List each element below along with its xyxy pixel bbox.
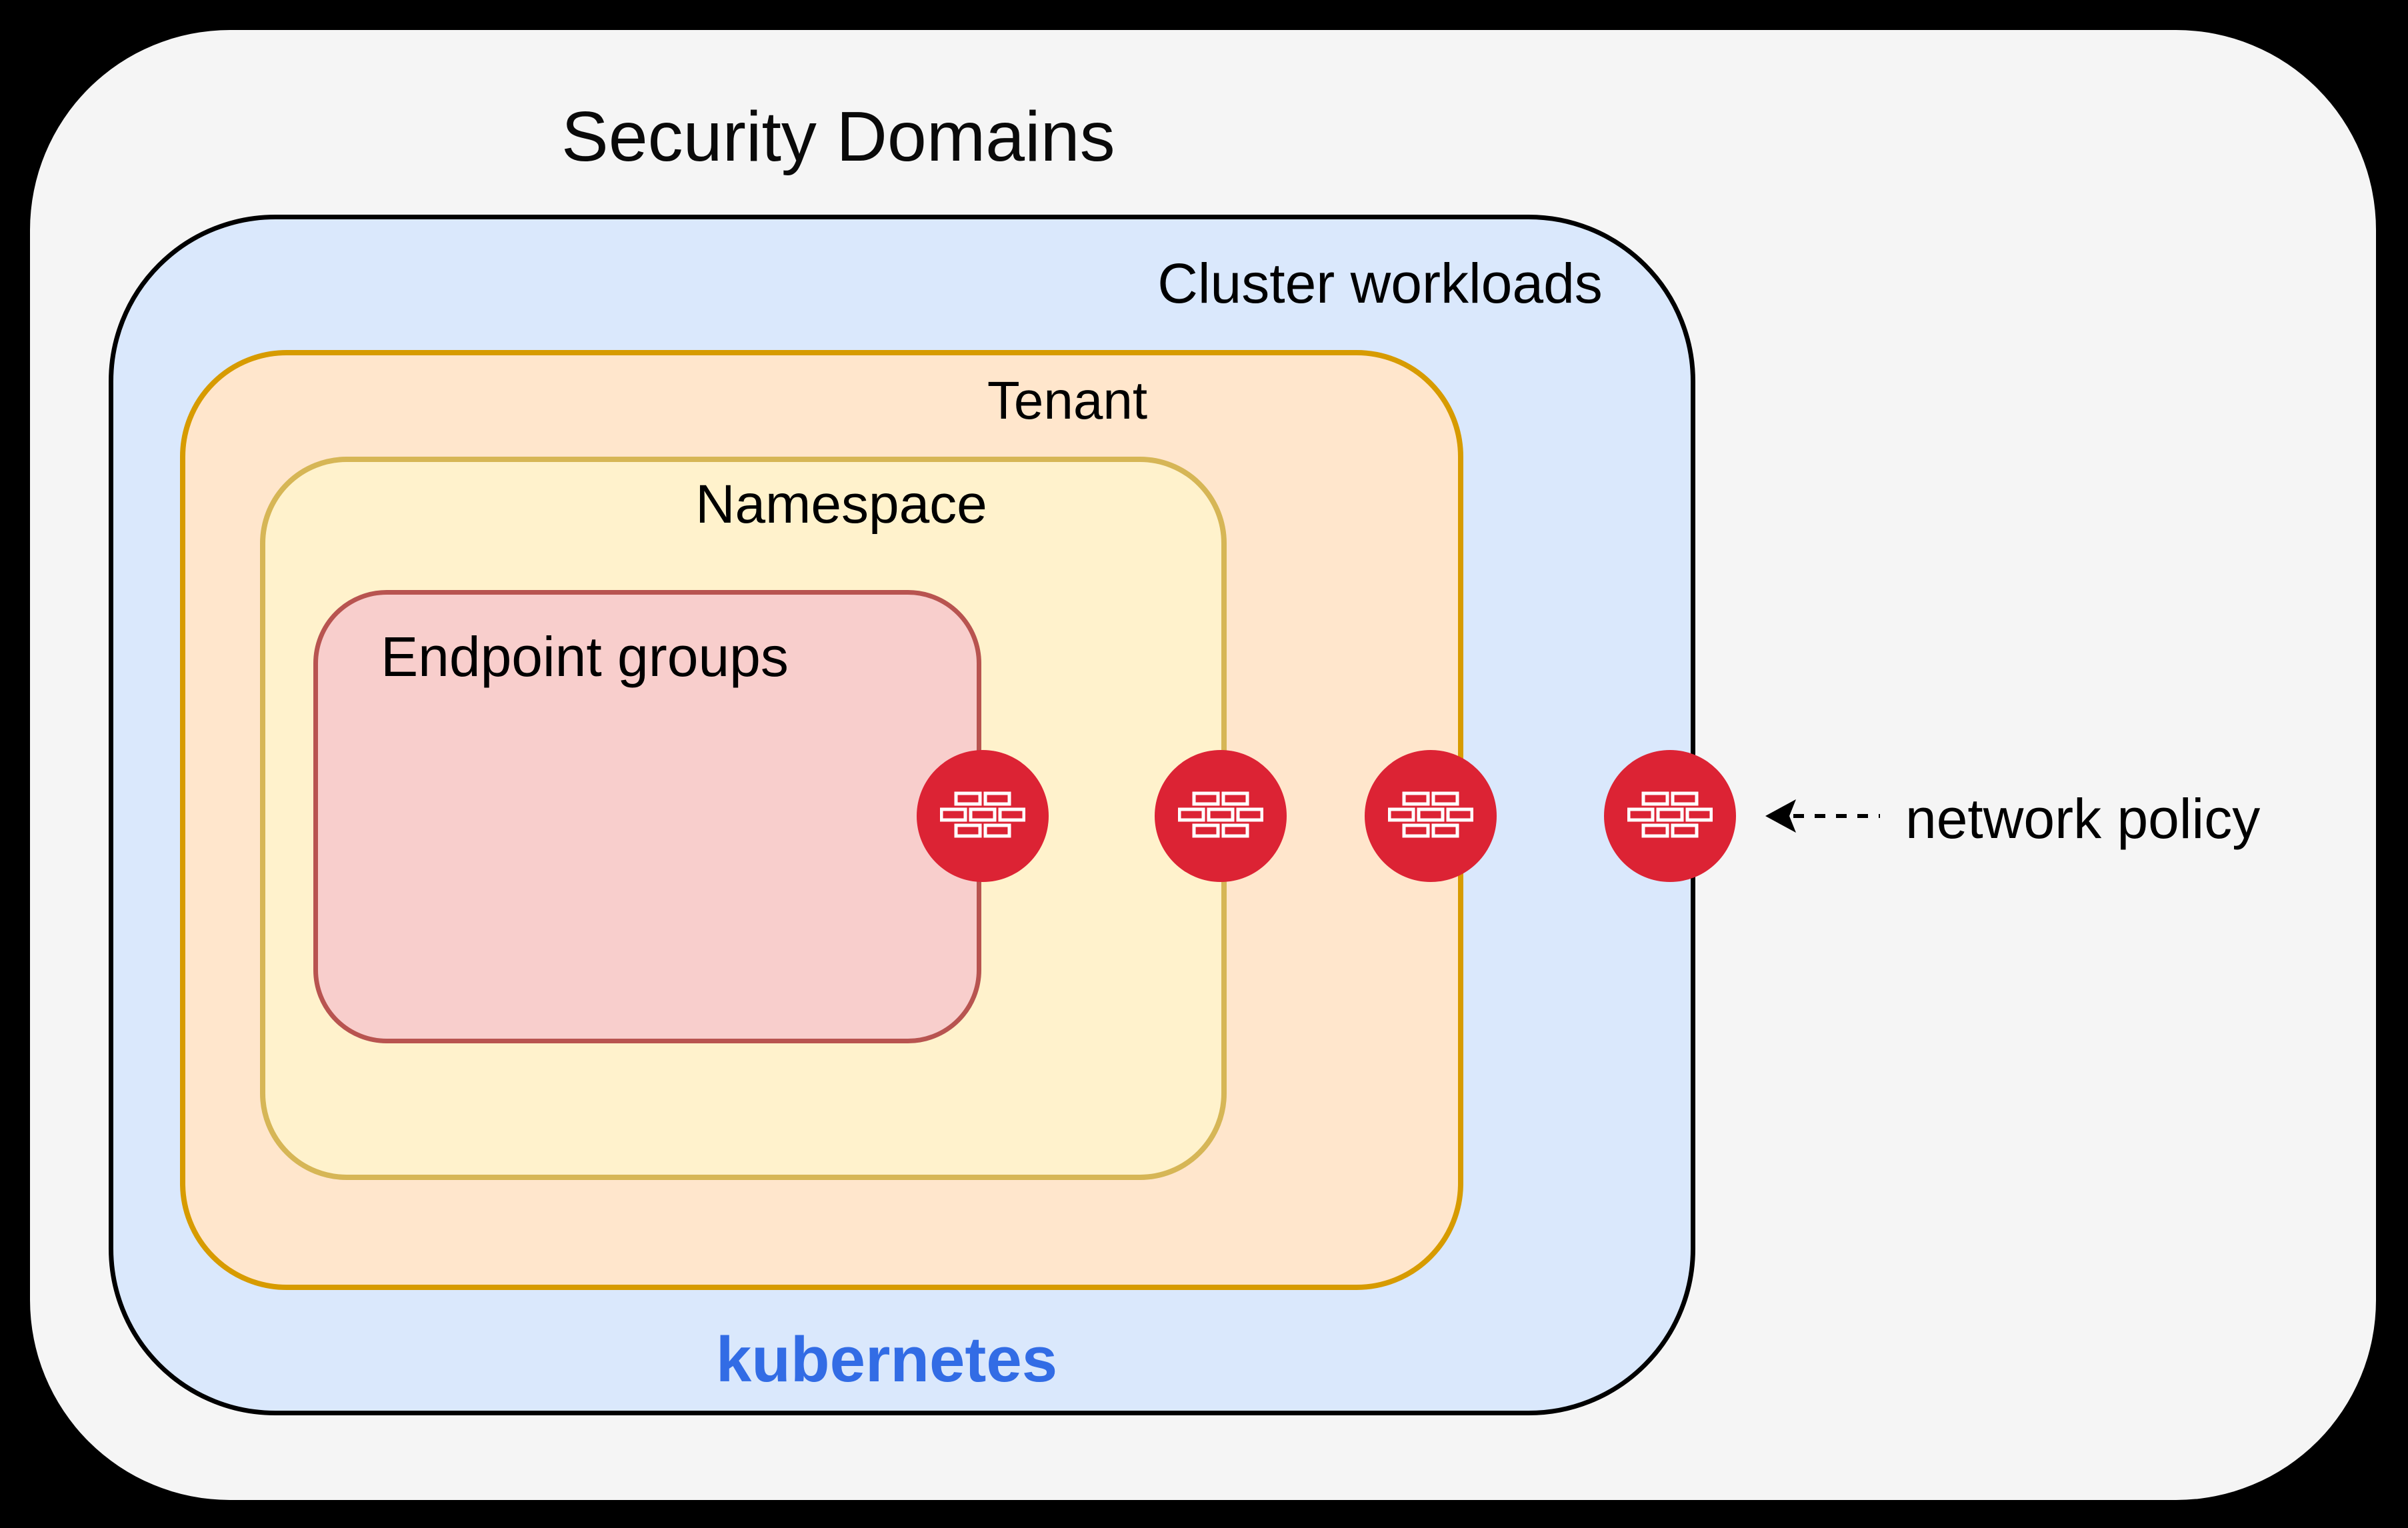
kubernetes-wordmark: kubernetes — [715, 1324, 1058, 1395]
domain-box-endpoint-groups — [313, 590, 981, 1043]
firewall-brick-wall-icon — [1387, 791, 1474, 841]
firewall-brick-wall-icon — [1177, 791, 1264, 841]
domain-label-tenant: Tenant — [987, 371, 1148, 430]
firewall-badge-tenant-boundary — [1365, 750, 1497, 882]
domain-label-cluster-workloads: Cluster workloads — [1157, 252, 1603, 315]
network-policy-label: network policy — [1905, 787, 2261, 850]
firewall-brick-wall-icon — [1627, 791, 1713, 841]
page-title: Security Domains — [561, 97, 1115, 176]
domain-label-endpoint-groups: Endpoint groups — [381, 625, 789, 688]
firewall-brick-wall-icon — [939, 791, 1026, 841]
firewall-badge-cluster-boundary — [1604, 750, 1736, 882]
network-policy-arrow-icon — [1765, 798, 1885, 839]
domain-label-namespace: Namespace — [695, 474, 987, 535]
firewall-badge-namespace-boundary — [1155, 750, 1287, 882]
firewall-badge-endpoint-boundary — [917, 750, 1049, 882]
